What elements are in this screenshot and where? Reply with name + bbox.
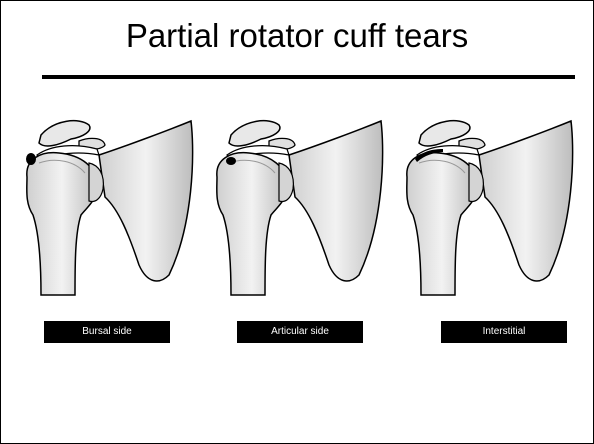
shoulder-illustration <box>209 115 399 311</box>
scapula <box>479 121 573 281</box>
scapula <box>289 121 383 281</box>
scapula <box>99 121 193 281</box>
humerus <box>27 153 97 295</box>
title-underline <box>42 75 575 79</box>
label-articular-side: Articular side <box>237 321 363 343</box>
shoulder-illustration <box>19 115 209 311</box>
humerus <box>407 153 477 295</box>
articular-tear-mark <box>226 157 236 165</box>
shoulder-diagram-bursal <box>19 115 209 311</box>
humerus <box>217 153 287 295</box>
bursal-tear-mark <box>26 153 36 165</box>
label-bursal-side: Bursal side <box>44 321 170 343</box>
label-interstitial: Interstitial <box>441 321 567 343</box>
shoulder-diagram-interstitial <box>399 115 589 311</box>
slide-title: Partial rotator cuff tears <box>1 17 593 55</box>
shoulder-diagram-articular <box>209 115 399 311</box>
shoulder-illustration <box>399 115 589 311</box>
